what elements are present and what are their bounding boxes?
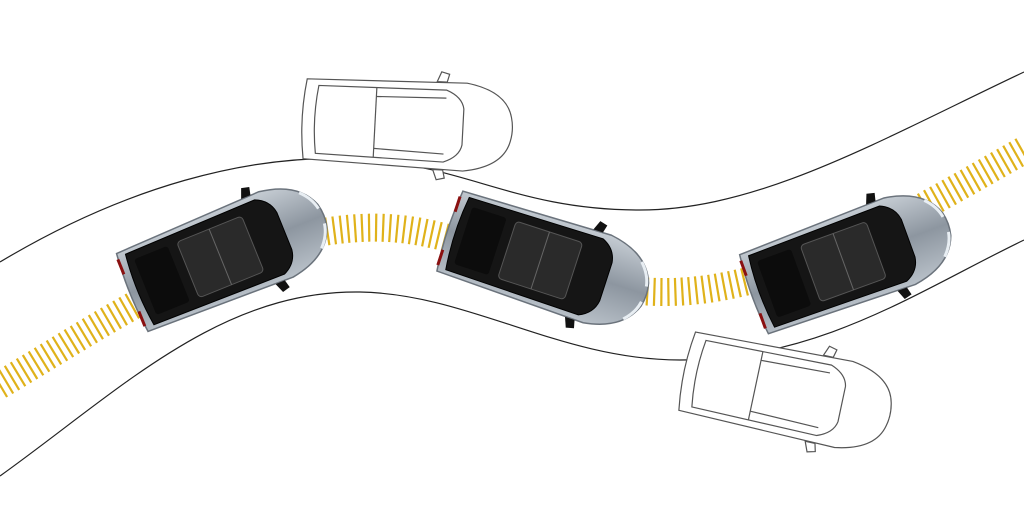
- lane-tick: [353, 214, 358, 243]
- road-edge-upper: [0, 71, 1024, 263]
- lane-tick: [21, 354, 39, 380]
- lane-tick: [3, 365, 21, 391]
- lane-tick: [81, 318, 98, 344]
- lane-tick: [381, 213, 385, 242]
- lane-tick: [929, 186, 945, 212]
- lane-tick: [57, 332, 75, 358]
- road-curve: [0, 71, 1024, 477]
- lane-tick: [27, 350, 45, 376]
- lane-tick: [69, 325, 87, 351]
- outline-car-lower: [672, 317, 902, 468]
- lane-tick: [740, 268, 749, 296]
- lane-tick: [427, 220, 436, 249]
- lane-tick: [680, 277, 685, 306]
- lane-tick: [0, 382, 9, 398]
- solid-car-1: [107, 161, 347, 347]
- lane-tick: [0, 369, 15, 395]
- lane-tick: [112, 300, 128, 326]
- lane-tick: [45, 339, 63, 365]
- lane-tick: [9, 361, 27, 387]
- lane-tick: [15, 358, 33, 384]
- lane-tick: [947, 176, 964, 202]
- lane-tick: [673, 277, 677, 306]
- lane-tick: [652, 277, 656, 306]
- lane-tick: [983, 155, 1000, 181]
- lane-tick: [720, 272, 728, 301]
- lane-tick: [63, 329, 81, 355]
- lane-tick: [338, 215, 344, 244]
- lane-tick: [941, 179, 957, 206]
- lane-tick: [360, 213, 364, 242]
- lane-tick: [75, 321, 93, 347]
- outline-car-upper: [298, 64, 516, 185]
- lane-tick: [407, 216, 415, 245]
- lane-tick: [687, 277, 692, 306]
- lane-tick: [39, 343, 57, 369]
- lane-tick: [331, 216, 338, 245]
- lane-tick: [693, 276, 699, 305]
- lane-tick: [414, 217, 422, 246]
- lane-tick: [990, 152, 1006, 178]
- lane-tick: [1002, 145, 1018, 171]
- lane-tick: [1014, 138, 1024, 157]
- lane-tick: [33, 347, 51, 373]
- lane-tick: [707, 274, 714, 303]
- solid-car-3: [731, 169, 969, 350]
- lane-tick: [388, 214, 393, 243]
- lane-tick: [727, 270, 735, 299]
- lane-tick: [106, 303, 122, 330]
- lane-tick: [953, 172, 970, 199]
- lane-tick: [51, 336, 69, 362]
- lane-tick: [977, 158, 994, 185]
- lane-tick: [959, 169, 976, 195]
- lane-tick: [118, 296, 135, 323]
- lane-tick: [87, 314, 104, 340]
- lane-tick: [401, 215, 407, 244]
- lane-tick: [421, 218, 429, 247]
- lane-tick: [971, 162, 988, 188]
- lane-tick: [935, 182, 951, 209]
- lane-tick: [434, 221, 443, 250]
- lane-tick: [345, 214, 351, 243]
- lane-tick: [1008, 141, 1024, 168]
- lane-tick: [996, 148, 1012, 175]
- lane-tick: [733, 269, 742, 298]
- lane-tick: [713, 273, 721, 302]
- lane-tick: [124, 293, 141, 319]
- road-edge-lower: [0, 239, 1024, 477]
- lane-tick: [93, 310, 110, 337]
- lane-tick: [700, 275, 707, 304]
- lane-tick: [394, 214, 400, 243]
- solid-car-2: [428, 175, 666, 350]
- lane-tick: [99, 307, 116, 333]
- lane-tick: [965, 165, 982, 192]
